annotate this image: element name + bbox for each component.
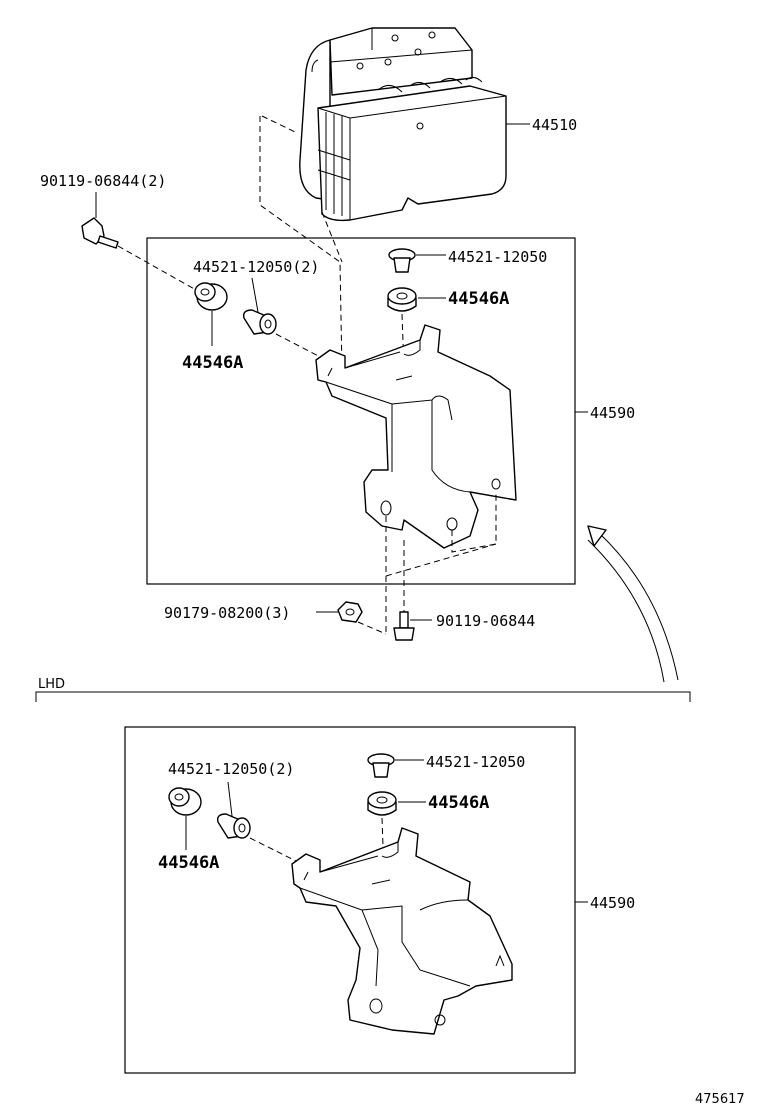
cushion-upper-left-part	[194, 282, 228, 311]
label-bolt-bottom: 90119-06844	[436, 612, 535, 630]
label-collar-qty2-lower: 44521-12050(2)	[168, 760, 294, 778]
bracket-box-upper	[146, 237, 576, 585]
cushion-lower-right-part	[367, 791, 397, 816]
label-bracket-lower: 44590	[590, 894, 635, 912]
collar-upper-left-part	[242, 309, 277, 335]
label-bracket-upper: 44590	[590, 404, 635, 422]
bracket-lower-part	[291, 827, 513, 1035]
lhd-separator	[35, 691, 691, 702]
label-nut: 90179-08200(3)	[164, 604, 290, 622]
label-cushion-upper-left: 44546A	[182, 353, 243, 373]
bolt-top-part	[81, 217, 119, 249]
label-collar-qty2-upper: 44521-12050(2)	[193, 258, 319, 276]
bracket-box-lower	[124, 726, 576, 1074]
diagram-id: 475617	[695, 1092, 745, 1107]
label-collar-upper: 44521-12050	[448, 248, 547, 266]
cushion-upper-right-part	[387, 287, 417, 312]
label-lhd: LHD	[38, 677, 65, 692]
label-cushion-lower-right: 44546A	[428, 793, 489, 813]
collar-lower-right-part	[367, 753, 395, 778]
label-44510: 44510	[532, 116, 577, 134]
abs-actuator-part	[299, 27, 507, 222]
nut-part	[337, 601, 363, 623]
bolt-bottom-part	[393, 611, 415, 641]
label-cushion-upper-right: 44546A	[448, 289, 509, 309]
collar-lower-left-part	[216, 813, 251, 839]
collar-upper-right-part	[388, 248, 416, 273]
label-collar-lower: 44521-12050	[426, 753, 525, 771]
label-bolt-top: 90119-06844(2)	[40, 172, 166, 190]
bracket-upper-part	[315, 324, 517, 549]
label-cushion-lower-left: 44546A	[158, 853, 219, 873]
cushion-lower-left-part	[168, 787, 202, 816]
